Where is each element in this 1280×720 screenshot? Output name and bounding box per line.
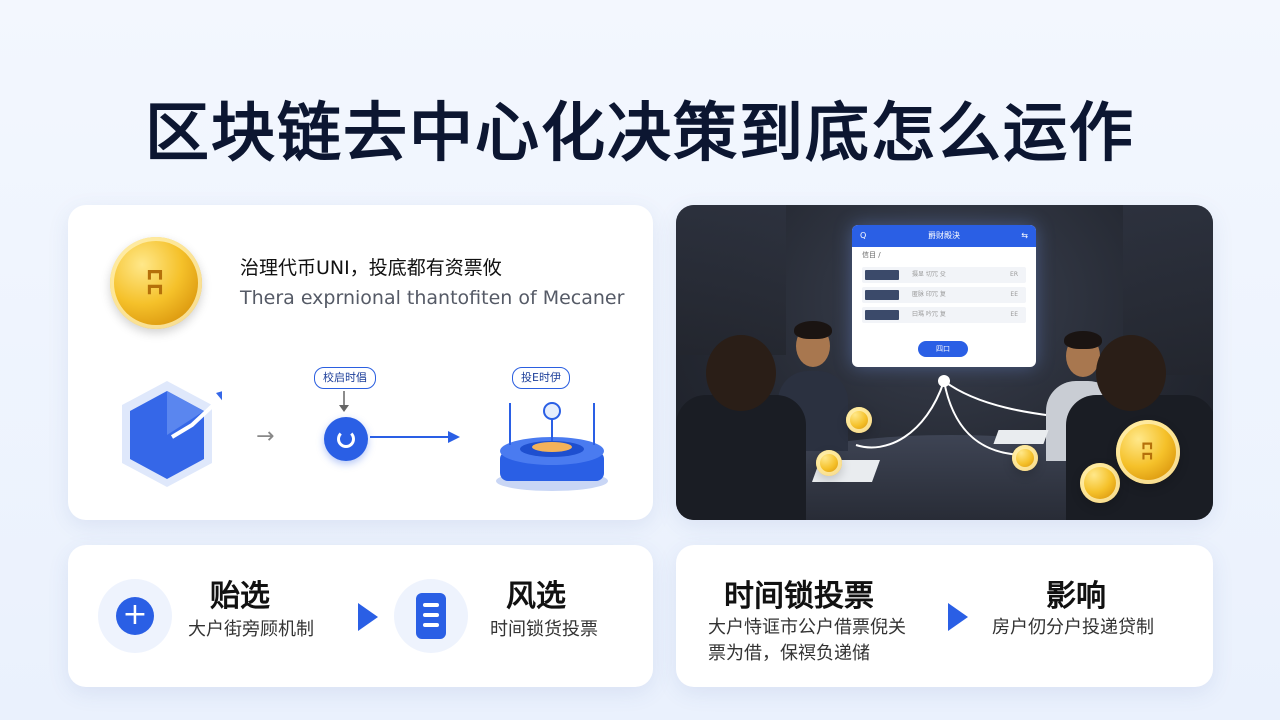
- document-icon: [394, 579, 468, 653]
- steps-card-left: + 贻选 大户街旁顾机制 风选 时间锁货投票: [68, 545, 653, 687]
- vote-node-icon: [324, 417, 368, 461]
- proposal-time-pill: 校启时倡: [314, 367, 376, 389]
- search-icon: Q: [860, 231, 867, 240]
- screen-title: 爵财殿決: [928, 231, 960, 240]
- step-title: 影响: [1046, 579, 1106, 614]
- step-title: 贻选: [210, 579, 270, 614]
- next-arrow-icon: [358, 603, 378, 631]
- voting-time-pill: 投E时伊: [512, 367, 570, 389]
- step-desc: 时间锁货投票: [490, 619, 598, 640]
- down-arrow-icon: [339, 391, 349, 412]
- wall-panel-left: [676, 205, 786, 355]
- coin-icon: [846, 407, 872, 433]
- step-desc: 大户恃诓市公户借票倪关 票为借，保䄙负递储: [708, 617, 906, 664]
- meeting-illustration-card: Q 爵财殿決 ⇆ 信目 / 摄显 切冗 殳 ER 匿脉 印冗 复 EE 曰瑪 吟…: [676, 205, 1213, 520]
- token-headline: 治理代币UNI，投底都有资票攸: [240, 257, 502, 279]
- step-desc: 大户街旁顾机制: [188, 619, 314, 640]
- token-subline: Thera exprnional thantofiten of Mecaner: [240, 287, 625, 309]
- coin-icon: [816, 450, 842, 476]
- voting-dashboard-screen: Q 爵财殿決 ⇆ 信目 / 摄显 切冗 殳 ER 匿脉 印冗 复 EE 曰瑪 吟…: [852, 225, 1036, 367]
- plus-icon: +: [98, 579, 172, 653]
- coin-large-icon: ʭ: [1116, 420, 1180, 484]
- screen-submit-button: 四口: [918, 341, 968, 357]
- screen-subtitle: 信目 /: [862, 251, 881, 259]
- screen-row: 曰瑪 吟冗 复 EE: [862, 307, 1026, 323]
- governance-token-card: ʭ 治理代币UNI，投底都有资票攸 Thera exprnional thant…: [68, 205, 653, 520]
- coin-icon: [1080, 463, 1120, 503]
- page-title: 区块链去中心化决策到底怎么运作: [145, 97, 1135, 171]
- step-title: 时间锁投票: [724, 579, 874, 614]
- blue-hexagon-growth-icon: [122, 381, 222, 487]
- coin-icon: [1012, 445, 1038, 471]
- voting-machine-icon: [496, 402, 608, 491]
- screen-row: 摄显 切冗 殳 ER: [862, 267, 1026, 283]
- right-arrow-icon: [370, 431, 460, 443]
- step-desc: 房户仞分户投递贷制: [992, 617, 1154, 638]
- paper-sheet: [993, 430, 1049, 444]
- swap-icon: ⇆: [1021, 231, 1028, 240]
- next-arrow-icon: [948, 603, 968, 631]
- steps-card-right: 时间锁投票 大户恃诓市公户借票倪关 票为借，保䄙负递储 影响 房户仞分户投递贷制: [676, 545, 1213, 687]
- step-title: 风选: [506, 579, 566, 614]
- uni-coin-icon: ʭ: [110, 237, 202, 329]
- flow-arrow-icon: →: [256, 424, 275, 449]
- screen-row: 匿脉 印冗 复 EE: [862, 287, 1026, 303]
